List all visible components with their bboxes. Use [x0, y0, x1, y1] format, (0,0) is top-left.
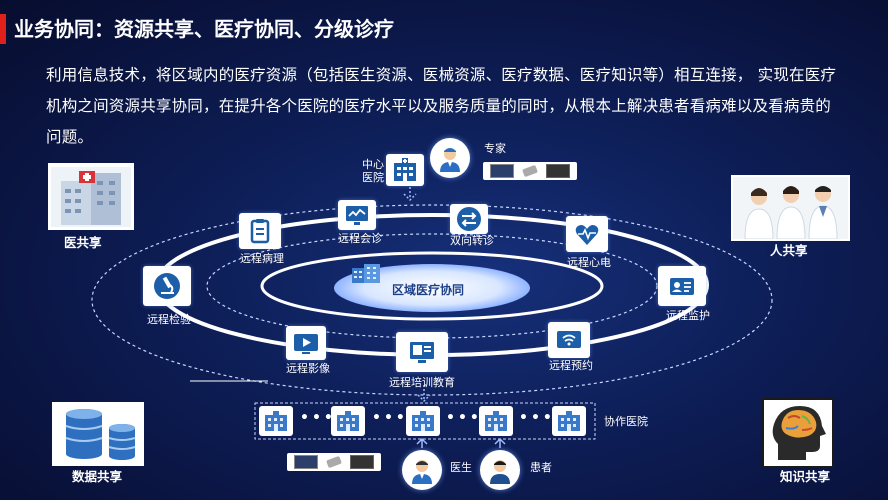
partner-hospitals-label: 协作医院	[604, 415, 648, 428]
remote-consultation-tile[interactable]	[338, 200, 376, 230]
hospital-building-icon	[412, 411, 434, 431]
two-way-referral-label: 双向转诊	[450, 234, 494, 247]
doctor-label: 医生	[450, 461, 472, 474]
monitor-chart-icon	[346, 206, 368, 225]
arrow-up-patient	[494, 437, 506, 448]
outer-dashed-ring	[91, 204, 773, 396]
remote-monitoring-label: 远程监护	[666, 309, 710, 322]
knowledge-share-image	[762, 398, 834, 468]
patient-icon	[490, 460, 510, 484]
partner-dots-1: •••	[300, 410, 336, 426]
partner-hospitals-box	[254, 402, 596, 440]
title-accent-bar	[0, 14, 6, 44]
data-share-label: 数据共享	[72, 469, 123, 484]
partner-hospital-3[interactable]	[406, 406, 440, 436]
center-building-icon	[350, 262, 384, 284]
remote-training-tile[interactable]	[396, 332, 448, 372]
expert-devices	[483, 162, 577, 180]
remote-pathology-tile[interactable]	[239, 213, 281, 249]
wifi-screen-icon	[557, 331, 581, 348]
remote-imaging-label: 远程影像	[286, 362, 330, 375]
phone-device-icon	[326, 455, 342, 469]
arrow-down-center	[403, 187, 417, 202]
tablet-device-icon	[349, 455, 374, 469]
center-hospital-tile	[386, 154, 424, 186]
arrow-up-doctor	[416, 437, 428, 448]
people-share-image	[731, 175, 850, 241]
partner-hospital-4[interactable]	[479, 406, 513, 436]
hospital-building-icon	[394, 158, 416, 181]
patient-avatar	[480, 450, 520, 490]
clipboard-icon	[250, 219, 270, 244]
monitor-device-icon	[490, 164, 515, 178]
doctor-icon	[440, 148, 460, 172]
knowledge-share-label: 知识共享	[780, 469, 831, 484]
partner-hospital-5[interactable]	[552, 406, 586, 436]
remote-training-label: 远程培训教育	[389, 376, 455, 389]
hospital-building-icon	[51, 166, 131, 227]
hospital-share-label: 医共享	[64, 235, 102, 250]
patient-label: 患者	[530, 461, 552, 474]
transfer-arrows-icon	[457, 207, 481, 231]
brain-head-icon	[764, 400, 832, 466]
remote-imaging-tile[interactable]	[286, 326, 326, 360]
remote-appointment-tile[interactable]	[548, 322, 590, 358]
expert-avatar	[430, 138, 470, 178]
data-share-image	[52, 402, 144, 466]
presentation-icon	[410, 342, 434, 363]
doctor-devices	[287, 453, 381, 471]
page-title: 业务协同：资源共享、医疗协同、分级诊疗	[14, 17, 394, 41]
partner-dots-4: •••	[519, 410, 555, 426]
play-screen-icon	[294, 334, 318, 354]
partner-hospital-2[interactable]	[331, 406, 365, 436]
phone-device-icon	[522, 164, 538, 178]
doctor-icon	[412, 460, 432, 484]
hospital-building-icon	[558, 411, 580, 431]
center-hospital-label: 中心医院	[362, 158, 384, 184]
hospital-share-image	[48, 163, 134, 230]
monitor-device-icon	[294, 455, 319, 469]
doctor-avatar	[402, 450, 442, 490]
partner-dots-2: •••	[372, 410, 408, 426]
remote-pathology-label: 远程病理	[240, 252, 284, 265]
core-ellipse	[334, 264, 530, 312]
arrow-down-partner	[417, 385, 431, 403]
expert-label: 专家	[484, 142, 506, 155]
remote-ecg-label: 远程心电	[567, 256, 611, 269]
remote-ecg-tile[interactable]	[566, 216, 608, 252]
tablet-device-icon	[545, 164, 570, 178]
hospital-building-icon	[337, 411, 359, 431]
description-text: 利用信息技术，将区域内的医疗资源（包括医生资源、医械资源、医疗数据、医疗知识等）…	[46, 66, 837, 146]
heart-ecg-icon	[575, 225, 599, 245]
center-label: 区域医疗协同	[392, 283, 465, 297]
partner-hospital-1[interactable]	[259, 406, 293, 436]
database-icon	[54, 404, 142, 464]
two-way-referral-tile[interactable]	[450, 204, 488, 234]
microscope-icon	[154, 273, 180, 299]
remote-monitoring-tile[interactable]	[658, 266, 706, 306]
id-card-icon	[670, 278, 694, 295]
medical-staff-icon	[733, 177, 848, 239]
hospital-building-icon	[485, 411, 507, 431]
inner-solid-ring	[260, 251, 604, 321]
hospital-building-icon	[265, 411, 287, 431]
people-share-label: 人共享	[770, 243, 808, 258]
partner-dots-3: •••	[446, 410, 482, 426]
remote-lab-test-label: 远程检验	[147, 313, 191, 326]
remote-consultation-label: 远程会诊	[338, 232, 382, 245]
remote-lab-test-tile[interactable]	[143, 266, 191, 306]
inner-dashed-ring	[206, 233, 658, 339]
remote-appointment-label: 远程预约	[549, 359, 593, 372]
